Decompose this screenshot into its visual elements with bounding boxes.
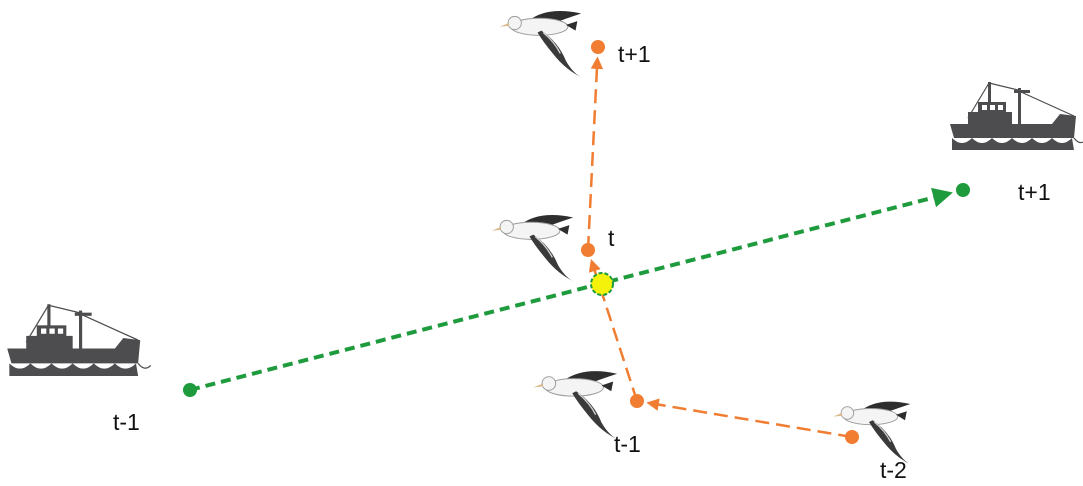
bird-track-segment [588,259,639,402]
bird-time-label: t [608,225,615,251]
vessel-time-label: t-1 [113,409,140,435]
fishing-boat-icon [949,81,1083,151]
albatross-icon [490,214,576,283]
vessel-position-point [956,183,970,197]
bird-time-label: t-1 [614,431,641,457]
vessel-time-label: t+1 [1018,179,1051,205]
bird-position-point [630,394,644,408]
bird-track-segment [646,398,853,439]
albatross-icon [832,400,913,466]
bird-track-segment [586,56,604,251]
vessel-position-point [183,383,197,397]
vessel-track-line [189,187,953,392]
bird-time-label: t-2 [880,457,907,483]
albatross-icon [532,370,620,441]
bird-position-point [591,40,605,54]
albatross-icon [498,10,584,79]
bird-position-point [845,430,859,444]
bird-time-label: t+1 [618,41,651,67]
bird-position-point [581,243,595,257]
fishing-boat-icon [6,303,152,377]
encounter-point [590,272,614,296]
